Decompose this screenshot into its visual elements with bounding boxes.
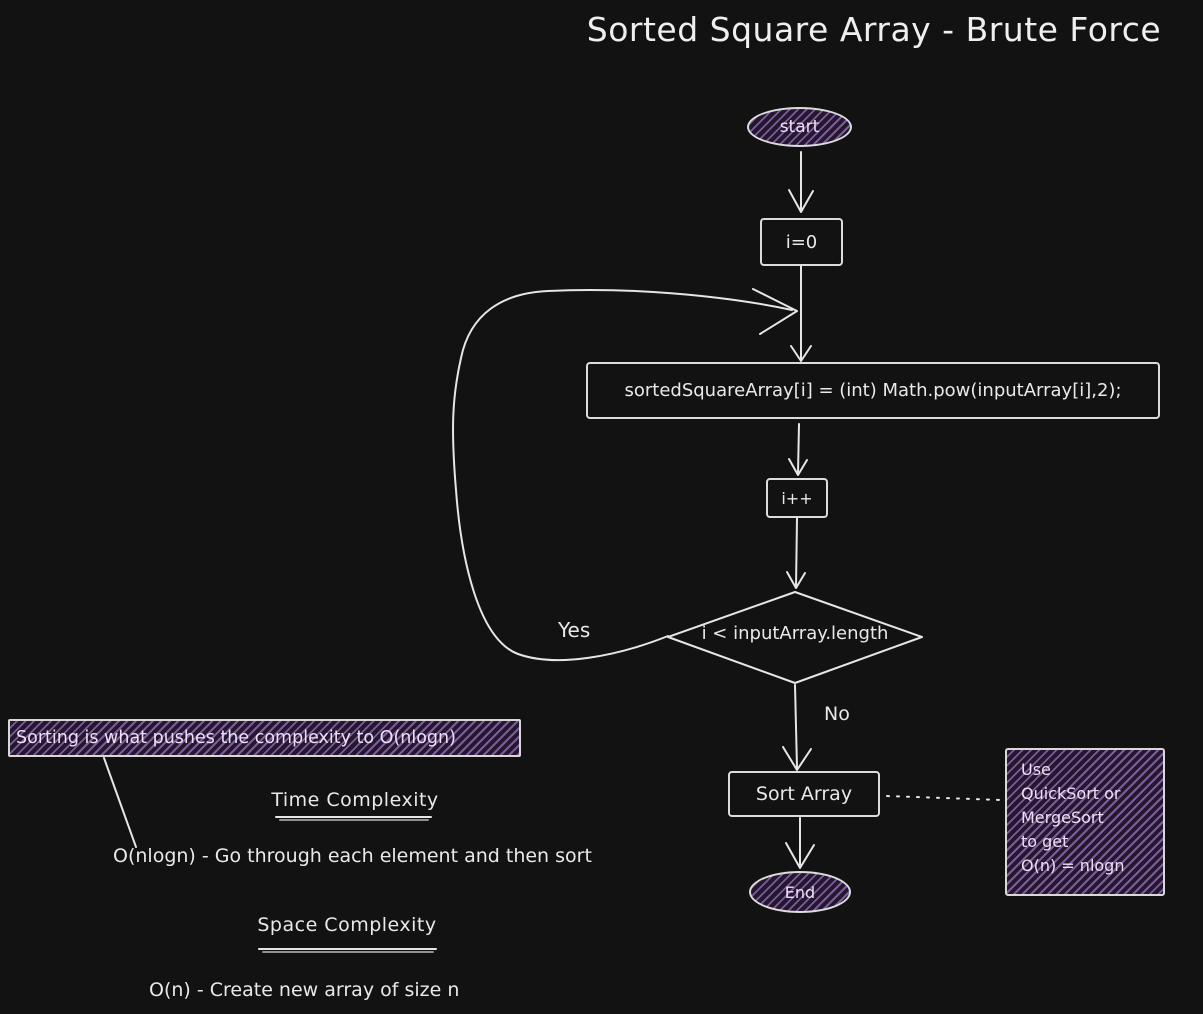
- start-label: start: [779, 117, 820, 137]
- init-box: i=0: [760, 218, 843, 266]
- time-complexity-detail: O(nlogn) - Go through each element and t…: [113, 845, 592, 867]
- sort-hint-line: Use: [1021, 760, 1051, 779]
- arrowhead-sort-to-end: [785, 842, 815, 869]
- increment-label: i++: [781, 488, 813, 508]
- sort-hint-line: to get: [1021, 832, 1069, 851]
- decision-label: i < inputArray.length: [701, 623, 889, 644]
- yes-branch-label: Yes: [558, 618, 591, 642]
- decision-diamond-shape: [667, 591, 923, 684]
- arrow-decision-to-sort: [794, 684, 798, 769]
- end-terminator: End: [749, 871, 851, 913]
- end-label: End: [784, 882, 816, 902]
- sort-hint-line: O(n) = nlogn: [1021, 856, 1125, 875]
- increment-box: i++: [766, 478, 828, 518]
- start-terminator: start: [747, 107, 852, 147]
- arrow-process-to-increment: [797, 423, 800, 474]
- loop-curve-yes-branch: [452, 288, 793, 662]
- process-box: sortedSquareArray[i] = (int) Math.pow(in…: [586, 362, 1160, 419]
- space-complexity-detail: O(n) - Create new array of size n: [149, 979, 460, 1001]
- sort-hint-note: Use QuickSort or MergeSort to get O(n) =…: [1005, 748, 1165, 896]
- sort-hint-line: QuickSort or: [1021, 784, 1121, 803]
- complexity-banner: Sorting is what pushes the complexity to…: [8, 719, 521, 757]
- arrow-increment-to-decision: [795, 517, 798, 588]
- no-branch-label: No: [824, 703, 850, 725]
- sort-array-box: Sort Array: [728, 771, 880, 817]
- init-label: i=0: [785, 231, 818, 253]
- arrowhead-loop: [752, 288, 798, 335]
- arrowhead-start-to-init: [788, 189, 814, 213]
- diagram-title: Sorted Square Array - Brute Force: [586, 10, 1162, 49]
- banner-pointer-line: [103, 757, 137, 848]
- dotted-connector-sort-to-note: [886, 795, 1002, 801]
- arrowhead-increment-to-decision: [786, 571, 806, 589]
- sort-hint-line: MergeSort: [1021, 808, 1104, 827]
- time-complexity-heading: Time Complexity: [271, 789, 439, 811]
- space-complexity-heading: Space Complexity: [257, 914, 437, 936]
- sort-array-label: Sort Array: [755, 783, 853, 805]
- arrowhead-decision-to-sort: [782, 746, 812, 771]
- arrowhead-init-to-process: [790, 345, 812, 362]
- process-label: sortedSquareArray[i] = (int) Math.pow(in…: [624, 380, 1122, 401]
- arrowhead-process-to-increment: [788, 458, 808, 476]
